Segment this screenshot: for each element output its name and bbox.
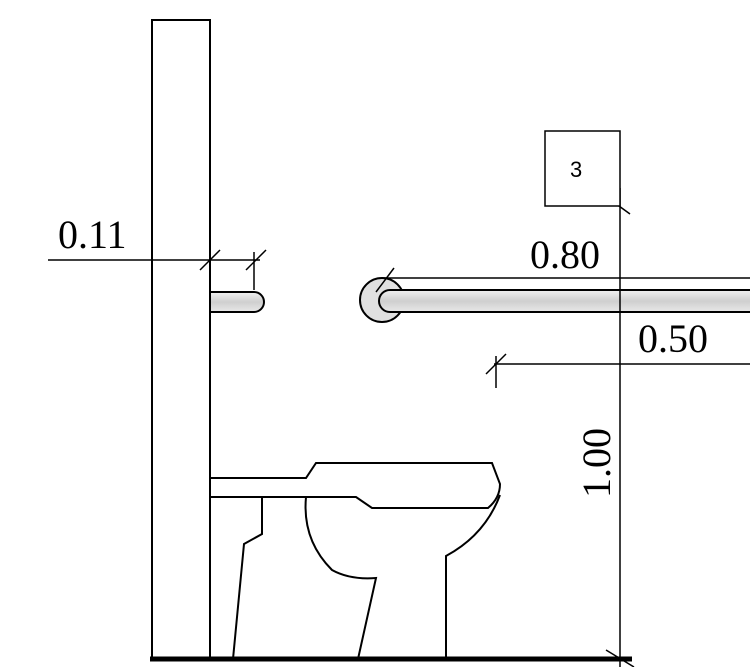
callout-label: 3: [570, 157, 582, 182]
dim-0-80-tick: [375, 267, 395, 293]
dim-0-11-tick-b: [245, 249, 267, 271]
dim-1-00-tick-bottom: [605, 649, 635, 667]
dim-label-1-00: 1.00: [574, 428, 619, 498]
dim-label-0-50: 0.50: [638, 316, 708, 361]
toilet-bowl: [304, 494, 501, 660]
callout-box: [544, 130, 621, 207]
toilet-tank: [209, 497, 263, 660]
dim-label-0-11: 0.11: [58, 212, 127, 257]
wall-grab-bar: [209, 291, 265, 313]
wall: [151, 19, 211, 661]
dim-label-0-80: 0.80: [530, 232, 600, 277]
dim-0-11-tick-a: [199, 249, 221, 271]
toilet-seat: [209, 462, 502, 509]
long-grab-bar: [378, 289, 750, 313]
